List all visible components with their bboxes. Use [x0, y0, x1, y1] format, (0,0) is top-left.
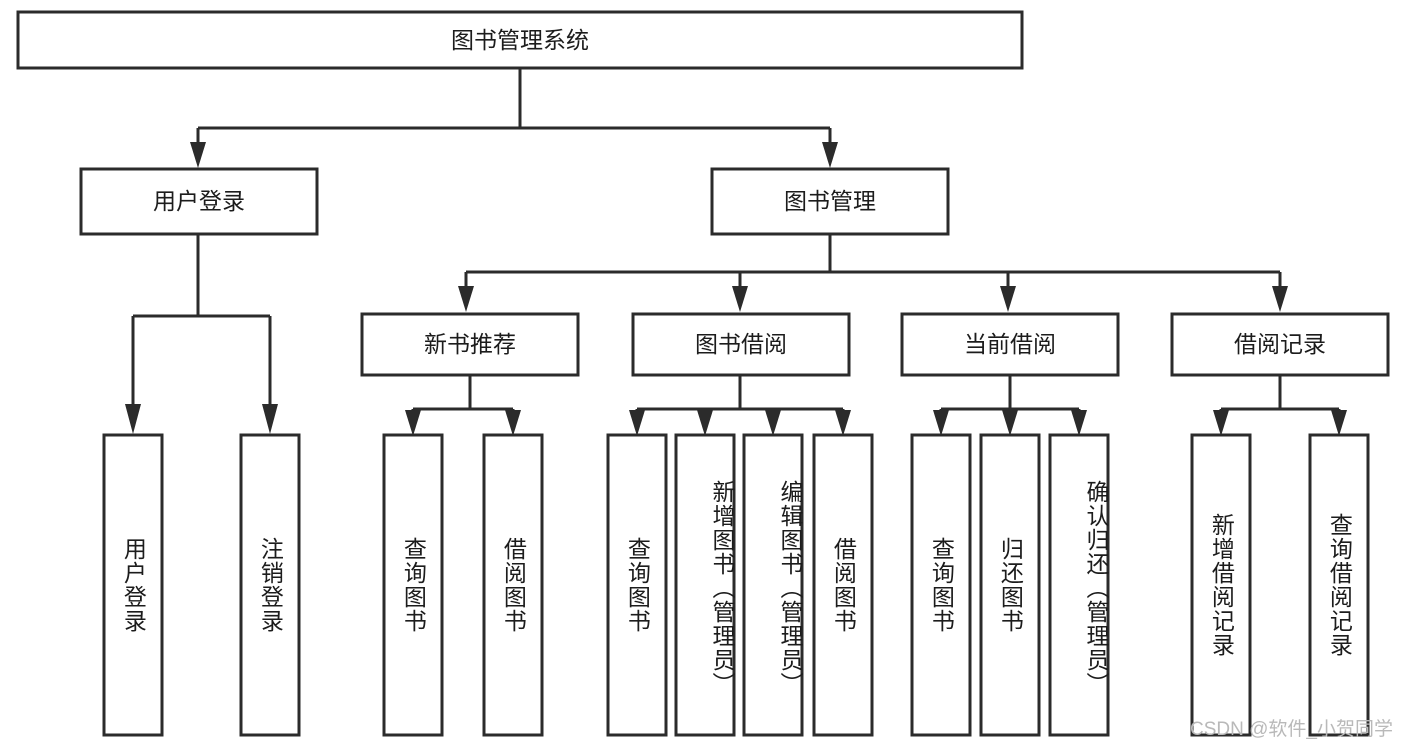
node-user-login-box[interactable] [79, 167, 319, 236]
node-new-book-recommend[interactable]: 新书推荐 [360, 312, 580, 377]
leaf-box-query-book-2[interactable] [606, 433, 668, 737]
arrow-head-leaf-9 [933, 410, 949, 436]
arrow-head-leaf-10 [1002, 410, 1018, 436]
node-book-management-box[interactable] [710, 167, 950, 236]
arrow-head-leaf-12 [1213, 410, 1229, 436]
node-new-book-recommend-label: 新书推荐 [424, 331, 516, 357]
node-borrow-record[interactable]: 借阅记录 [1170, 312, 1390, 377]
arrow-head-leaf-4 [505, 410, 521, 436]
arrow-head-borrowbook [732, 286, 748, 312]
leaf-box-user-login[interactable] [102, 433, 164, 737]
leaf-box-query-book-3[interactable] [910, 433, 972, 737]
arrow-head-leaf-8 [835, 410, 851, 436]
node-borrow-record-box[interactable] [1170, 312, 1390, 377]
leaf-boxes-group [102, 433, 1370, 737]
arrow-head-leaf-2 [262, 404, 278, 434]
arrow-head-currentborrow [1000, 286, 1016, 312]
leaf-box-query-book-1[interactable] [382, 433, 444, 737]
arrow-head-leaf-11 [1071, 410, 1087, 436]
arrow-head-leaf-5 [629, 410, 645, 436]
arrow-head-leaf-13 [1331, 410, 1347, 436]
leaf-box-return-book[interactable] [979, 433, 1041, 737]
leaf-box-edit-book-admin[interactable] [742, 433, 804, 737]
node-book-borrow-label: 图书借阅 [695, 331, 787, 357]
leaf-box-borrow-book-1[interactable] [482, 433, 544, 737]
node-borrow-record-label: 借阅记录 [1234, 331, 1326, 357]
arrow-head-leaf-1 [125, 404, 141, 434]
leaf-box-query-borrow-record[interactable] [1308, 433, 1370, 737]
leaf-box-confirm-return-admin[interactable] [1048, 433, 1110, 737]
arrow-head-leaf-3 [405, 410, 421, 436]
node-current-borrow-box[interactable] [900, 312, 1120, 377]
arrow-head-newbook [458, 286, 474, 312]
node-book-borrow[interactable]: 图书借阅 [631, 312, 851, 377]
arrow-head-leaf-7 [765, 410, 781, 436]
node-user-login-label: 用户登录 [153, 188, 245, 214]
node-book-borrow-box[interactable] [631, 312, 851, 377]
connectors-group [125, 68, 1347, 436]
node-new-book-recommend-box[interactable] [360, 312, 580, 377]
arrow-head-bookmgmt [822, 142, 838, 168]
arrow-head-userlogin [190, 142, 206, 168]
node-current-borrow[interactable]: 当前借阅 [900, 312, 1120, 377]
leaf-box-borrow-book-2[interactable] [812, 433, 874, 737]
node-current-borrow-label: 当前借阅 [964, 331, 1056, 357]
arrow-head-leaf-6 [697, 410, 713, 436]
leaf-box-logout[interactable] [239, 433, 301, 737]
node-root[interactable]: 图书管理系统 [16, 10, 1024, 70]
node-book-management-label: 图书管理 [784, 188, 876, 214]
node-book-management[interactable]: 图书管理 [710, 167, 950, 236]
node-user-login[interactable]: 用户登录 [79, 167, 319, 236]
node-root-label: 图书管理系统 [451, 27, 589, 53]
node-root-box[interactable] [16, 10, 1024, 70]
arrow-head-borrowrecord [1272, 286, 1288, 312]
leaf-box-add-book-admin[interactable] [674, 433, 736, 737]
leaf-box-add-borrow-record[interactable] [1190, 433, 1252, 737]
